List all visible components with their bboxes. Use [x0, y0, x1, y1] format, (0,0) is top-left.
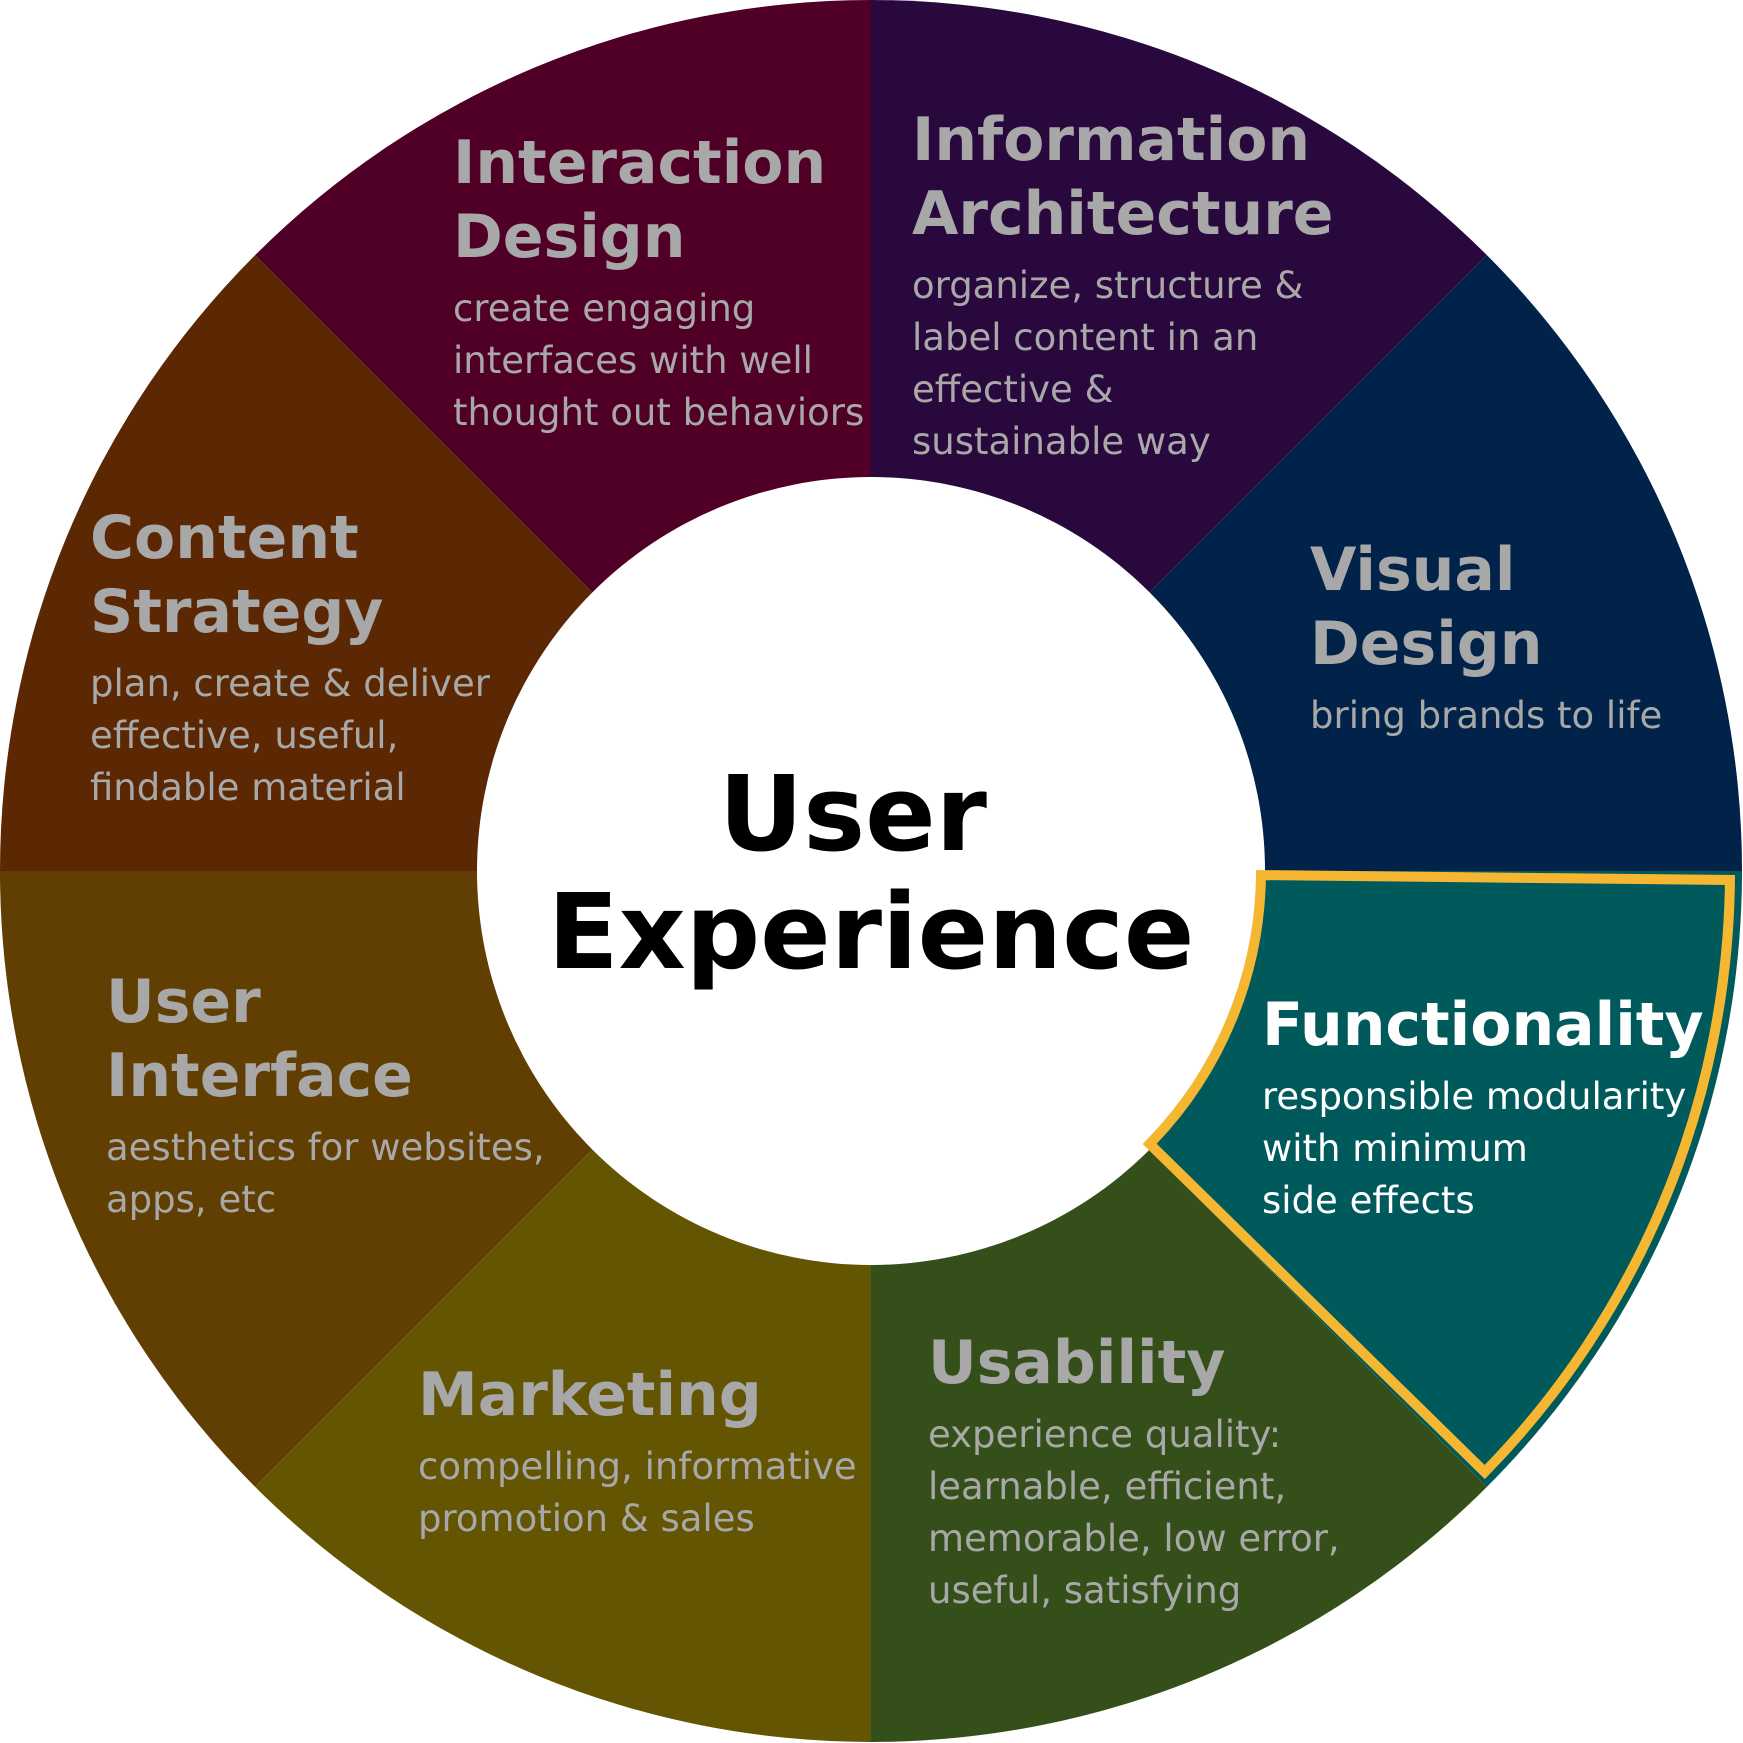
information-architecture-description-line-4: sustainable way [912, 420, 1211, 463]
usability-description-line-1: experience quality: [928, 1413, 1281, 1456]
center-circle [477, 477, 1265, 1265]
content-strategy-description-line-2: effective, useful, [90, 714, 398, 757]
information-architecture-title-line-1: Information [912, 105, 1310, 175]
user-interface-title-line-2: Interface [106, 1041, 413, 1111]
marketing-description-line-1: compelling, informative [418, 1445, 857, 1488]
visual-design-title-line-1: Visual [1310, 535, 1515, 605]
information-architecture-description-line-2: label content in an [912, 316, 1258, 359]
marketing-description-line-2: promotion & sales [418, 1497, 755, 1540]
visual-design-description-line-1: bring brands to life [1310, 694, 1662, 737]
usability-title-line-1: Usability [928, 1328, 1225, 1398]
functionality-highlight-outline [1142, 870, 1736, 1480]
visual-design-title-line-2: Design [1310, 609, 1542, 679]
marketing-title-line-1: Marketing [418, 1360, 762, 1430]
user-interface-title-line-1: User [106, 967, 261, 1037]
content-strategy-title-line-1: Content [90, 503, 359, 573]
interaction-design-description-line-2: interfaces with well [453, 339, 813, 382]
svg-text:User Experience: User Experience [548, 753, 1195, 993]
interaction-design-title-line-1: Interaction [453, 128, 826, 198]
usability-description-line-4: useful, satisfying [928, 1569, 1241, 1612]
functionality-description-line-1: responsible modularity [1262, 1075, 1686, 1118]
interaction-design-description-line-3: thought out behaviors [453, 391, 864, 434]
information-architecture-description-line-3: effective & [912, 368, 1113, 411]
content-strategy-description-line-3: findable material [90, 766, 406, 809]
functionality-description-line-3: side effects [1262, 1179, 1475, 1222]
usability-description-line-3: memorable, low error, [928, 1517, 1340, 1560]
content-strategy-title-line-2: Strategy [90, 577, 383, 647]
user-interface-description-line-2: apps, etc [106, 1178, 276, 1221]
center-title-line-2: Experience [548, 871, 1195, 993]
functionality-title-line-1: Functionality [1262, 990, 1704, 1060]
user-interface-description-line-1: aesthetics for websites, [106, 1126, 545, 1169]
content-strategy-description-line-1: plan, create & deliver [90, 662, 491, 705]
information-architecture-description-line-1: organize, structure & [912, 264, 1303, 307]
usability-description-line-2: learnable, efficient, [928, 1465, 1286, 1508]
interaction-design-description-line-1: create engaging [453, 287, 755, 330]
functionality-description-line-2: with minimum [1262, 1127, 1528, 1170]
highlight-outline [1142, 870, 1736, 1480]
interaction-design-title-line-2: Design [453, 202, 685, 272]
center-title-line-1: User [719, 753, 987, 875]
information-architecture-title-line-2: Architecture [912, 179, 1334, 249]
